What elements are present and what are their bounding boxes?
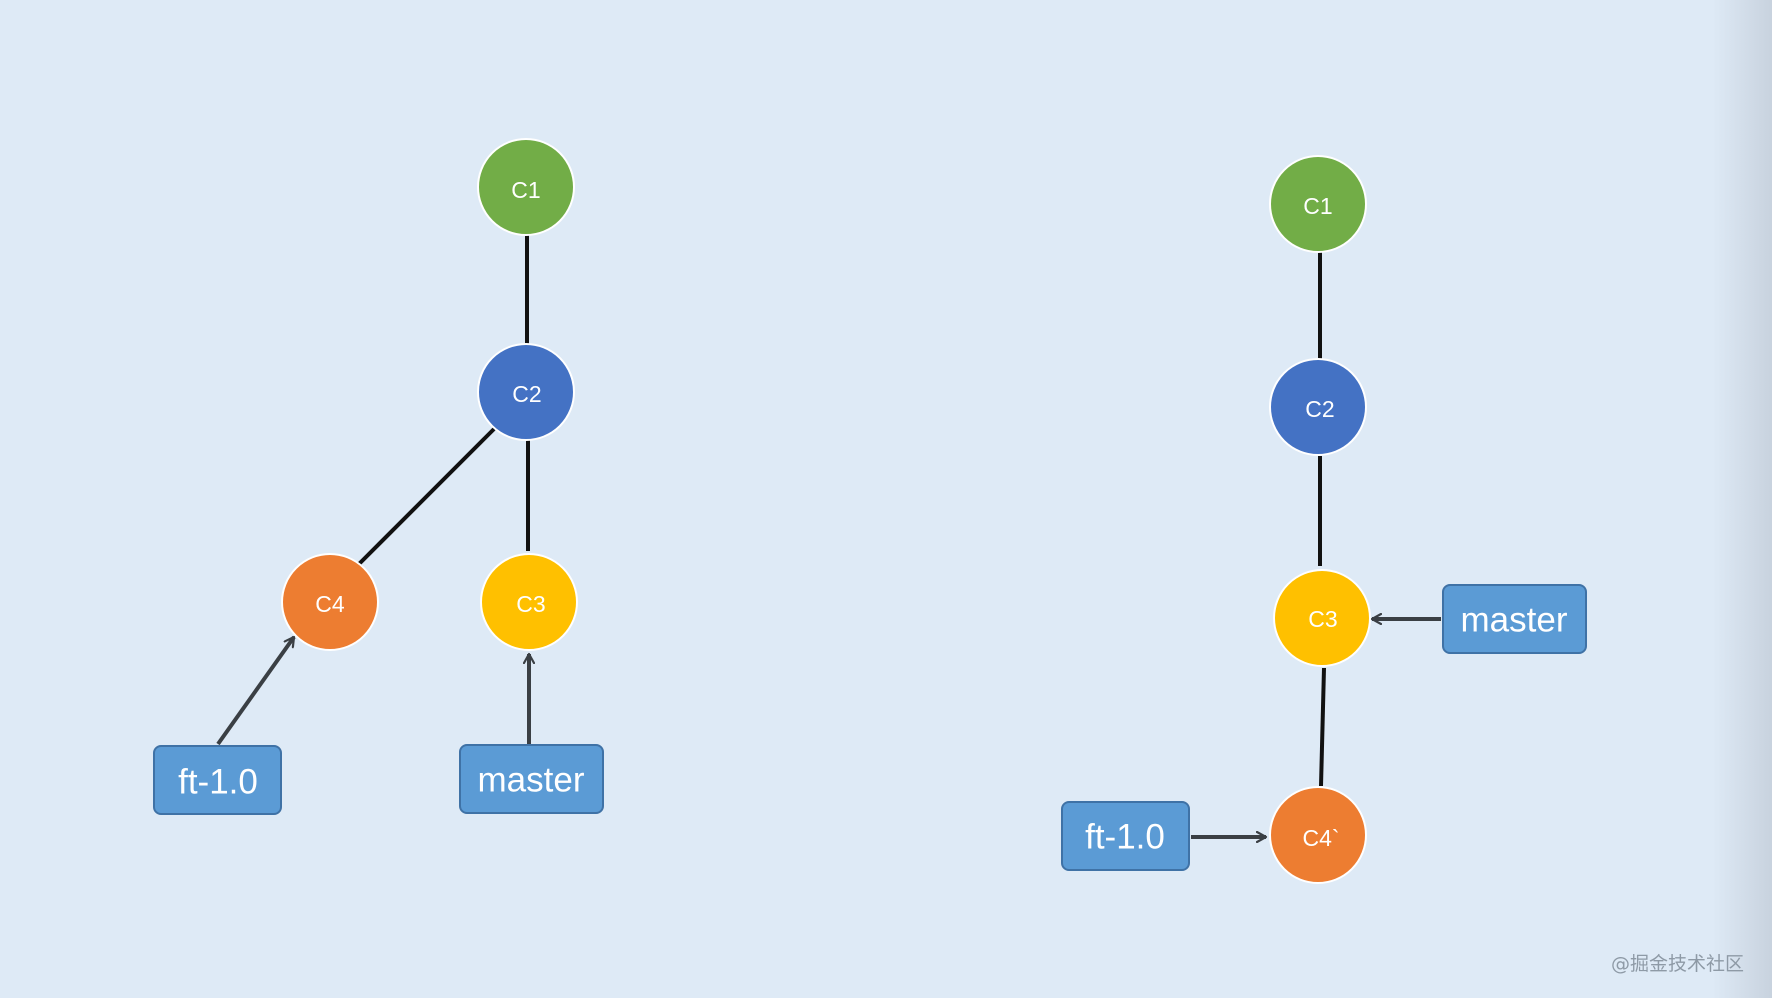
commit-node-c3: C3 <box>1273 569 1371 667</box>
branch-label-text: master <box>478 761 585 800</box>
commit-label: C1 <box>511 177 540 203</box>
commit-node-c2: C2 <box>1269 358 1367 456</box>
branch-label-text: ft-1.0 <box>178 763 258 802</box>
commit-node-c1: C1 <box>1269 155 1367 253</box>
commit-node-c3: C3 <box>480 553 578 651</box>
watermark: @掘金技术社区 <box>1610 953 1744 975</box>
commit-node-c4: C4 <box>281 553 379 651</box>
right-edge-shadow <box>1712 0 1772 998</box>
commit-label: C1 <box>1303 193 1332 219</box>
commit-label: C4 <box>315 591 345 617</box>
commit-node-c2: C2 <box>477 343 575 441</box>
commit-label: C2 <box>512 381 541 407</box>
commit-node-c1: C1 <box>477 138 575 236</box>
commit-label: C3 <box>1308 606 1337 632</box>
arrow-ft-to-c4 <box>216 635 296 746</box>
commit-node-c4prime: C4` <box>1269 786 1367 884</box>
branch-label-ft-1.0: ft-1.0 <box>153 745 282 815</box>
commit-label: C2 <box>1305 396 1334 422</box>
left-commit-graph: C1 C2 C3 C4 ft-1.0 master <box>153 138 604 815</box>
edge-c3-c4prime <box>1319 667 1326 787</box>
branch-label-text: master <box>1461 601 1568 640</box>
edge-c2-c4 <box>356 424 499 567</box>
branch-label-text: ft-1.0 <box>1085 818 1165 857</box>
branch-label-master: master <box>459 744 604 814</box>
branch-label-master: master <box>1442 584 1587 654</box>
commit-label: C4` <box>1302 825 1339 851</box>
branch-label-ft-1.0: ft-1.0 <box>1061 801 1190 871</box>
commit-label: C3 <box>516 591 545 617</box>
right-commit-graph: C1 C2 C3 C4` master ft-1.0 <box>1061 155 1587 884</box>
